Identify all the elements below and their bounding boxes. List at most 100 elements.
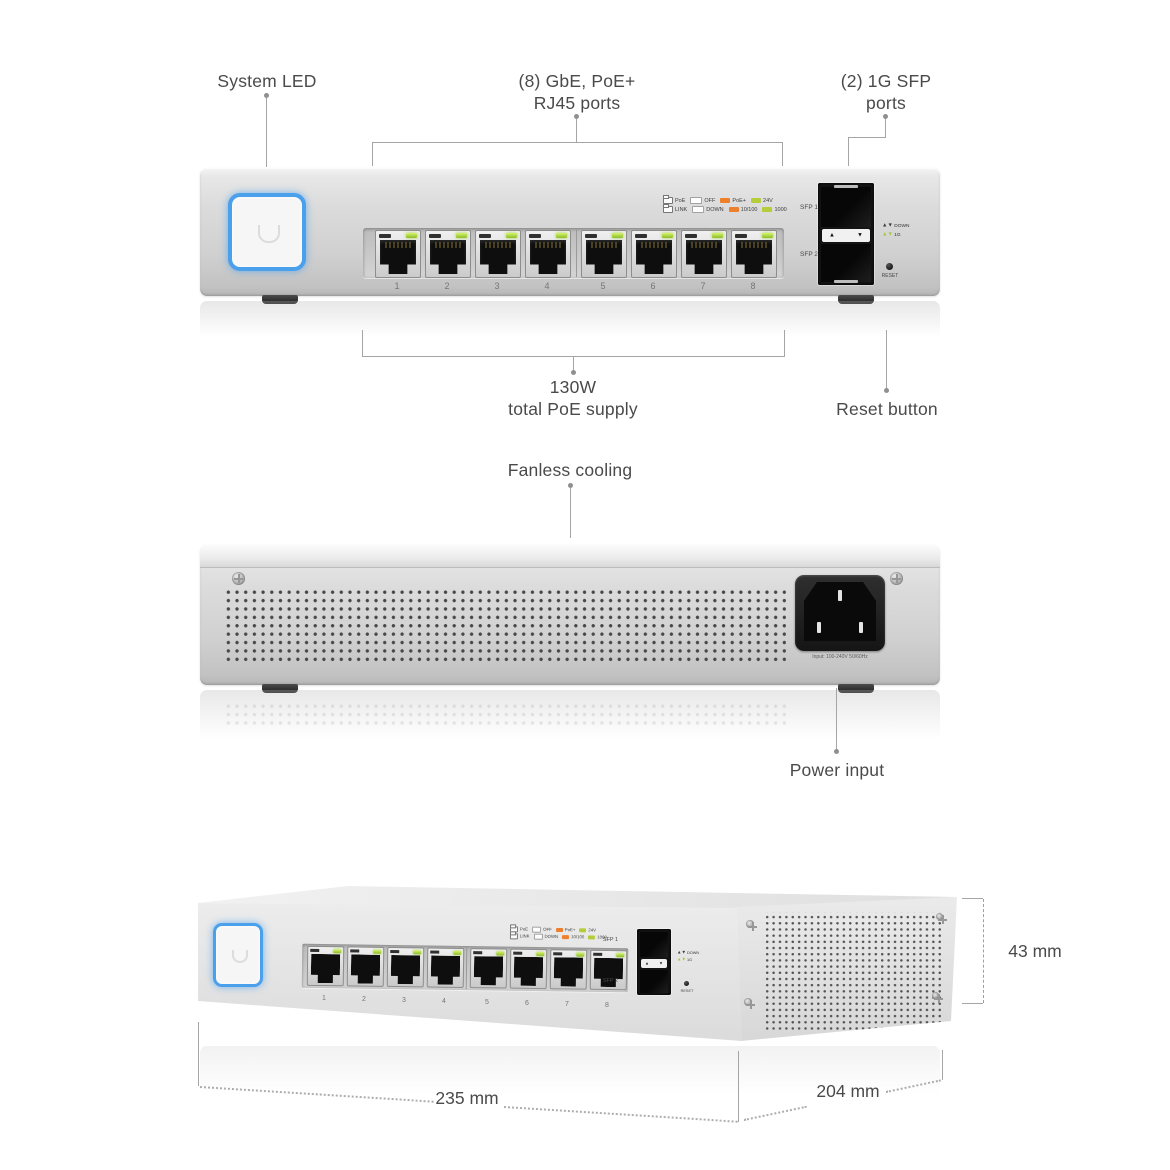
callout-poe-supply: 130W total PoE supply — [508, 377, 638, 419]
up-triangle-icon: ▲ — [829, 232, 835, 238]
sfp-cage: ▲ ▼ — [818, 183, 874, 285]
screw-icon — [746, 920, 757, 931]
callout-sfp-ports: (2) 1G SFP ports — [840, 71, 932, 113]
screw-icon — [890, 572, 903, 585]
reset-button-label: RESET — [881, 273, 899, 279]
callout-dot — [568, 483, 573, 488]
port-number: 3 — [494, 281, 500, 291]
dim-height-label: 43 mm — [1008, 941, 1062, 961]
reset-button — [684, 981, 689, 986]
rj45-ports-strip — [301, 943, 629, 993]
port-led — [506, 233, 517, 238]
port-number: 8 — [750, 281, 756, 291]
callout-dot — [883, 114, 888, 119]
sfp2-label: SFP 2 — [800, 251, 818, 258]
switch-perspective-view: PoE OFF PoE+ 24V LINK DOWN 10/100 1000 — [180, 880, 980, 1140]
system-led-logo — [228, 193, 306, 271]
port-number: 7 — [700, 281, 706, 291]
rj45-port — [375, 230, 421, 278]
callout-dot — [834, 749, 839, 754]
inlet-pin — [838, 590, 842, 601]
rj45-port — [386, 946, 425, 988]
port-number: 7 — [565, 1001, 569, 1008]
rj45-port — [589, 949, 628, 991]
legend-row-link: LINK DOWN 10/100 1000 — [663, 204, 787, 214]
down-triangle-icon: ▼ — [857, 232, 863, 238]
rj45-port — [525, 230, 571, 278]
port-number: 5 — [485, 999, 489, 1006]
port-led — [662, 233, 673, 238]
rubber-foot — [262, 684, 298, 693]
rj45-port — [509, 948, 548, 990]
dim-extension-line — [738, 1051, 739, 1122]
port-group-divider — [576, 229, 577, 277]
port-number: 6 — [525, 1000, 529, 1007]
system-led-logo — [213, 923, 263, 987]
port-group-divider — [465, 947, 468, 990]
port-opening — [736, 240, 772, 274]
inlet-pin — [859, 622, 863, 633]
screw-icon — [936, 913, 947, 924]
rubber-foot — [838, 684, 874, 693]
ubiquiti-u-icon — [232, 950, 248, 963]
port-opening — [430, 240, 466, 274]
port-number: 1 — [322, 995, 326, 1002]
port-icon — [663, 204, 673, 213]
port-led — [456, 233, 467, 238]
up-triangle-icon: ▲ — [882, 222, 888, 229]
iec-c14-socket — [804, 582, 876, 641]
up-triangle-icon: ▲ — [882, 231, 888, 238]
callout-line — [848, 137, 849, 166]
sfp-led-legend: ▲▼ DOWN ▲▼ 1G — [677, 949, 700, 962]
sfp-pull-tab: ▲ ▼ — [641, 959, 667, 968]
rj45-port — [581, 230, 627, 278]
callout-line — [266, 98, 267, 167]
led-off-swatch — [690, 197, 703, 204]
ubiquiti-u-icon — [258, 225, 280, 243]
sfp1-slot — [821, 187, 871, 227]
screw-icon — [932, 992, 943, 1003]
dim-height-line — [983, 899, 984, 1003]
port-led — [406, 233, 417, 238]
port-led — [612, 233, 623, 238]
switch-front-view: PoE OFF PoE+ 24V LINK DOWN 10/100 1000 — [200, 168, 940, 304]
callout-bracket — [784, 330, 785, 356]
port-number: 4 — [442, 998, 446, 1005]
rubber-foot — [838, 295, 874, 304]
port-opening — [530, 240, 566, 274]
port-icon — [663, 195, 673, 204]
switch-back-view: Input: 100-240V 50/60Hz — [200, 545, 940, 693]
port-number: 4 — [544, 281, 550, 291]
led-green-swatch — [751, 198, 762, 203]
dim-extension-line — [942, 1050, 943, 1080]
rj45-ports-strip — [363, 228, 784, 278]
rj45-port — [681, 230, 727, 278]
reset-button — [886, 263, 893, 270]
callout-dot — [264, 93, 269, 98]
rj45-port — [346, 946, 385, 987]
callout-reset-button: Reset button — [836, 399, 938, 419]
led-orange-swatch — [728, 207, 739, 212]
rj45-port — [631, 230, 677, 278]
top-bevel — [200, 545, 940, 568]
port-number: 8 — [605, 1002, 609, 1009]
port-number: 2 — [444, 281, 450, 291]
port-opening — [380, 240, 416, 274]
callout-power-input: Power input — [789, 760, 885, 780]
sfp-cage: ▲ ▼ — [637, 929, 671, 995]
reset-button-label: RESET — [680, 989, 694, 993]
callout-bracket — [782, 142, 783, 166]
side-vents — [762, 912, 944, 1030]
cooling-vents — [222, 586, 786, 662]
port-led — [762, 233, 773, 238]
legend-row-poe: PoE OFF PoE+ 24V — [663, 195, 787, 205]
dim-extension-line — [198, 1022, 199, 1086]
sfp2-label: SFP 2 — [602, 978, 618, 984]
callout-rj45-ports: (8) GbE, PoE+ RJ45 ports — [518, 71, 636, 113]
side-face — [736, 897, 957, 1041]
port-number: 6 — [650, 281, 656, 291]
led-green-swatch — [762, 207, 773, 212]
callout-line — [848, 137, 886, 138]
dim-tick — [962, 898, 983, 899]
callout-line — [885, 119, 886, 138]
